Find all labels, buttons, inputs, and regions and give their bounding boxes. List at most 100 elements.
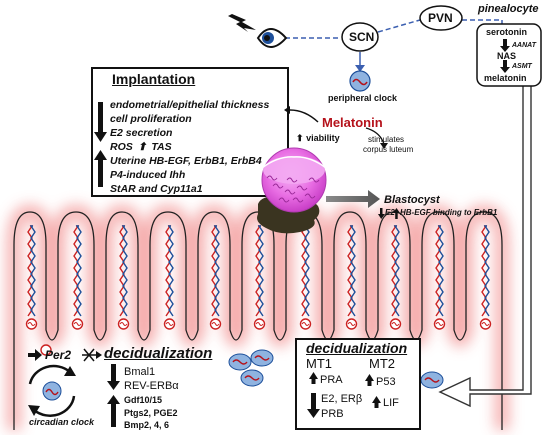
gland-vessel-red [391,225,398,317]
gland-vessel-red [347,225,354,317]
bmal1-decrease-arrow [107,364,120,390]
gene-gdf: Gdf10/15 [124,395,163,405]
gland-vessel-blue [349,225,356,317]
blastocyst-embryo [261,147,327,213]
per2-pointer-arrow [28,349,42,361]
gland-receptor-squiggle [73,322,82,326]
gene-rev-erb: REV-ERBα [124,380,179,392]
circadian-clock-label: circadian clock [29,417,95,427]
lif-increase-arrow [372,396,381,408]
melatonin-to-implantation-arrow [289,109,319,123]
e2-er-decrease-arrow [307,393,320,418]
viability-label: viability [306,133,340,143]
gland-receptor-squiggle [391,322,400,326]
uterine-glands [25,225,492,356]
increase-item-1: P4-induced Ihh [110,169,186,181]
peripheral-clock-icon [349,70,371,92]
gland-vessel-blue [257,225,264,317]
pra-increase-arrow [309,372,318,384]
eye-icon [256,28,288,48]
blastocyst-label: Blastocyst [384,194,440,206]
implantation-title: Implantation [112,71,196,87]
melatonin-to-corpus-arrow [365,127,385,145]
mt2-label: MT2 [369,356,395,371]
decrease-arrow [94,102,107,142]
mt-box-title: decidualization [306,340,408,356]
melatonin-transport-arrow [438,81,532,408]
e2-blast-label: E2 [385,208,395,217]
pinealocyte-box [476,23,542,87]
increase-item-0: Uterine HB-EGF, ErbB1, ErbB4 [110,155,262,167]
gene-bmal1: Bmal1 [124,366,156,378]
tas-label: TAS [151,141,172,153]
gland-receptor-dot [40,344,52,356]
gland-vessel-blue [483,225,490,317]
corpus-luteum-line-0: stimulates [368,135,405,144]
gland-receptor-squiggle [347,322,356,326]
per2-to-decid-arrow [82,348,102,362]
gland-vessel-red [481,225,488,317]
circadian-clock-icon [28,364,76,417]
gland-vessel-red [435,225,442,317]
scn-to-pvn-link [377,19,421,33]
embryo-cell-texture [308,177,320,183]
gland-vessel-blue [303,225,310,317]
tas-up-icon: ⬆ [137,141,147,153]
pinealocyte-label: pinealocyte [478,3,539,15]
hb-egf-increase-arrow [393,208,400,219]
pvn-node [419,5,463,31]
gene-ptgs2: Ptgs2, PGE2 [124,408,178,418]
hb-egf-label: HB-EGF binding to ErbB1 [400,208,498,217]
scn-to-clock-arrowhead [355,65,365,72]
gland-vessel-blue [213,225,220,317]
implantation-box [91,67,289,197]
nas-label: NAS [497,51,517,61]
gland-vessel-red [73,225,80,317]
melatonin-receptor-right [420,371,444,389]
embryo-cell-texture [304,193,316,199]
serotonin-label: serotonin [486,27,528,37]
increase-arrow [94,150,107,187]
nas-to-melatonin-arrow [500,60,510,73]
gland-receptor-squiggle [27,322,36,326]
gland-vessel-red [119,225,126,317]
decidualization-left-title: decidualization [104,345,213,362]
melatonin-to-corpus-arrowhead [380,143,388,149]
viability-up-icon: ⬆ [296,133,304,143]
decrease-item-0: endometrial/epithelial thickness [110,99,270,111]
gland-receptor-squiggle [481,322,490,326]
gdf-increase-arrow [107,395,120,427]
pra-label: PRA [320,374,343,386]
lif-label: LIF [383,397,399,409]
pvn-label: PVN [428,11,453,25]
melatonin-product-label: melatonin [484,73,527,83]
aanat-label: AANAT [512,42,536,49]
melatonin-center-label: Melatonin [322,115,383,130]
decrease-item-2: E2 secretion [110,127,173,139]
decrease-item-1: cell proliferation [110,113,192,125]
gland-vessel-blue [393,225,400,317]
mt1-label: MT1 [306,356,332,371]
embryo-cell-texture [272,183,284,189]
embryo-cell-texture [286,177,298,183]
gland-vessel-red [165,225,172,317]
embryo-cell-texture [292,197,304,203]
ros-tas-line: ROS ⬆ TAS [110,142,172,153]
melatonin-receptor-cluster [228,349,274,387]
embryo-cell-texture [266,175,278,181]
gland-vessel-red [211,225,218,317]
gland-receptor-squiggle [255,322,264,326]
gland-vessel-red [27,225,34,317]
ros-label: ROS [110,141,133,153]
increase-item-2: StAR and Cyp11a1 [110,183,203,195]
gland-vessel-blue [121,225,128,317]
asmt-label: ASMT [512,63,532,70]
pvn-to-pineal-link [462,19,503,30]
gland-vessel-blue [75,225,82,317]
serotonin-to-nas-arrow [500,39,510,52]
e2-er-label: E2, ERβ [321,393,363,405]
p53-label: P53 [376,376,396,388]
scn-label: SCN [349,30,375,44]
embryo-to-blastocyst-arrow [326,190,380,208]
